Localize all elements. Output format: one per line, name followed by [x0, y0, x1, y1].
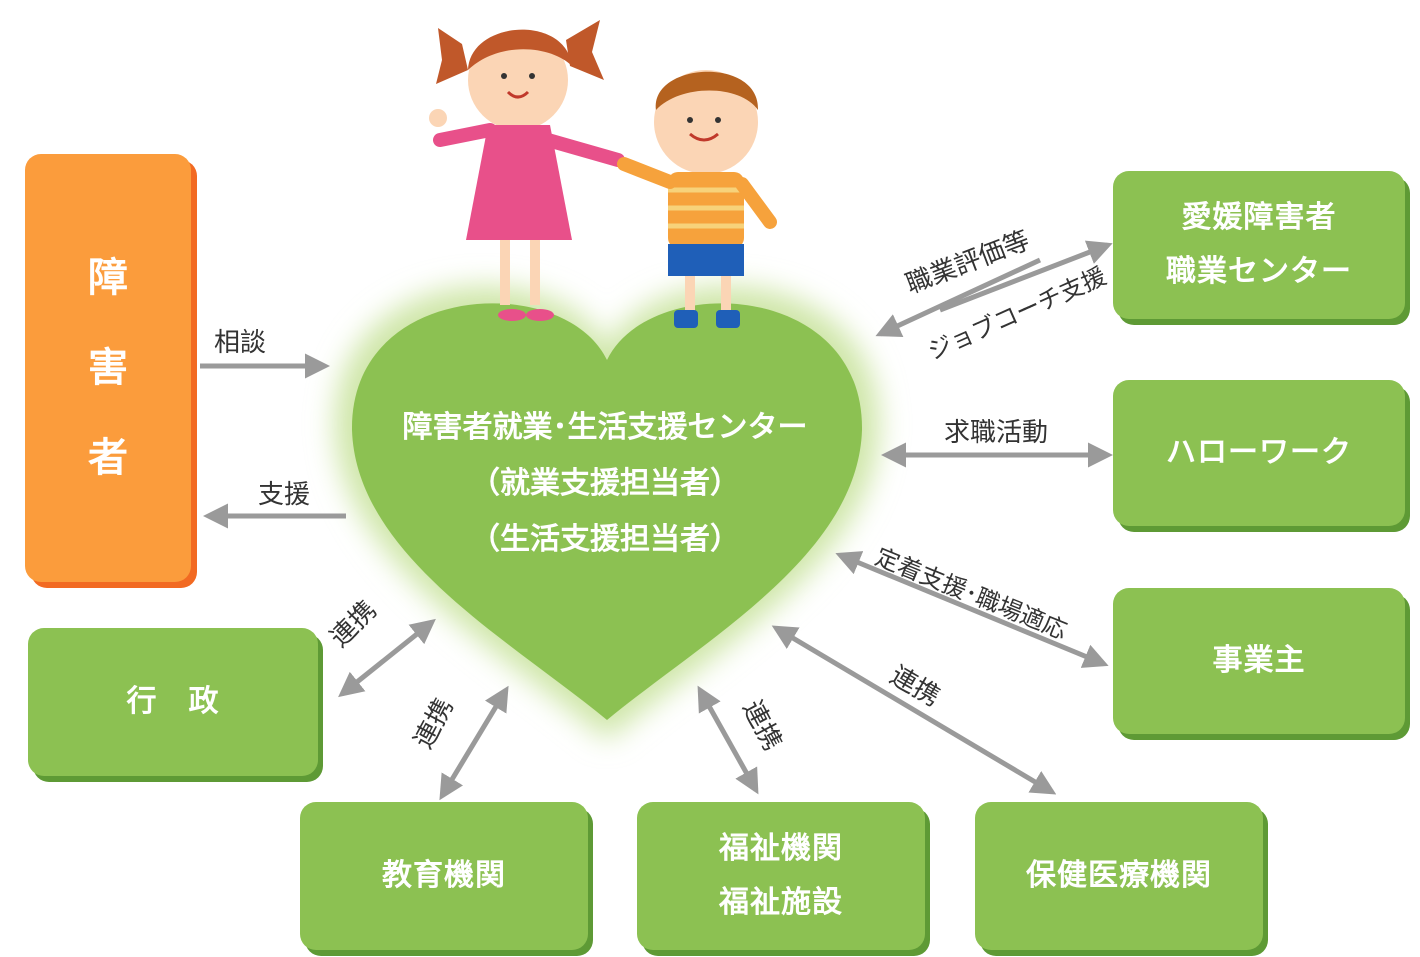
welfare-box: 福祉機関 福祉施設 [637, 802, 925, 950]
employment-support-staff: （就業支援担当者） [470, 466, 740, 501]
arrow-liaison-education [439, 685, 509, 801]
health-box: 保健医療機関 [975, 802, 1263, 950]
arrow-job-coach [875, 257, 1042, 337]
arrow-liaison-welfare [697, 685, 759, 795]
arrow-retention [835, 551, 1109, 668]
education-box: 教育機関 [300, 802, 588, 950]
arrow-liaison-health [771, 625, 1057, 795]
employer-label: 事業主 [1212, 643, 1306, 678]
person-label-char-1: 障 [88, 255, 128, 301]
job-search-label: 求職活動 [944, 418, 1049, 448]
vocational-center-line-2: 職業センター [1166, 254, 1352, 289]
person-label-char-3: 者 [88, 435, 128, 481]
hello-work-box: ハローワーク [1113, 380, 1405, 526]
support-label: 支援 [258, 480, 311, 510]
boy-figure [617, 70, 777, 328]
girl-figure [429, 20, 625, 321]
life-support-staff: （生活支援担当者） [470, 522, 740, 557]
vocational-center-box: 愛媛障害者 職業センター [1113, 171, 1405, 319]
person-label-char-2: 害 [88, 345, 128, 391]
employer-box: 事業主 [1113, 588, 1405, 734]
administration-box: 行 政 [28, 628, 318, 776]
education-label: 教育機関 [382, 858, 506, 893]
welfare-line-2: 福祉施設 [719, 885, 843, 920]
person-with-disability-box: 障 害 者 [25, 154, 191, 582]
vocational-center-line-1: 愛媛障害者 [1181, 200, 1337, 235]
arrow-vocational-eval [939, 240, 1113, 313]
support-center-name: 障害者就業･生活支援センター [402, 410, 808, 445]
heart-shape [334, 286, 880, 740]
welfare-line-1: 福祉機関 [719, 831, 843, 866]
support-center-label: 障害者就業･生活支援センター （就業支援担当者） （生活支援担当者） [345, 400, 865, 568]
hello-work-label: ハローワーク [1166, 435, 1352, 470]
arrow-liaison-admin [338, 618, 436, 698]
consult-label: 相談 [214, 328, 267, 358]
health-label: 保健医療機関 [1026, 858, 1212, 893]
administration-label: 行 政 [126, 684, 220, 719]
children-illustration [429, 20, 777, 328]
